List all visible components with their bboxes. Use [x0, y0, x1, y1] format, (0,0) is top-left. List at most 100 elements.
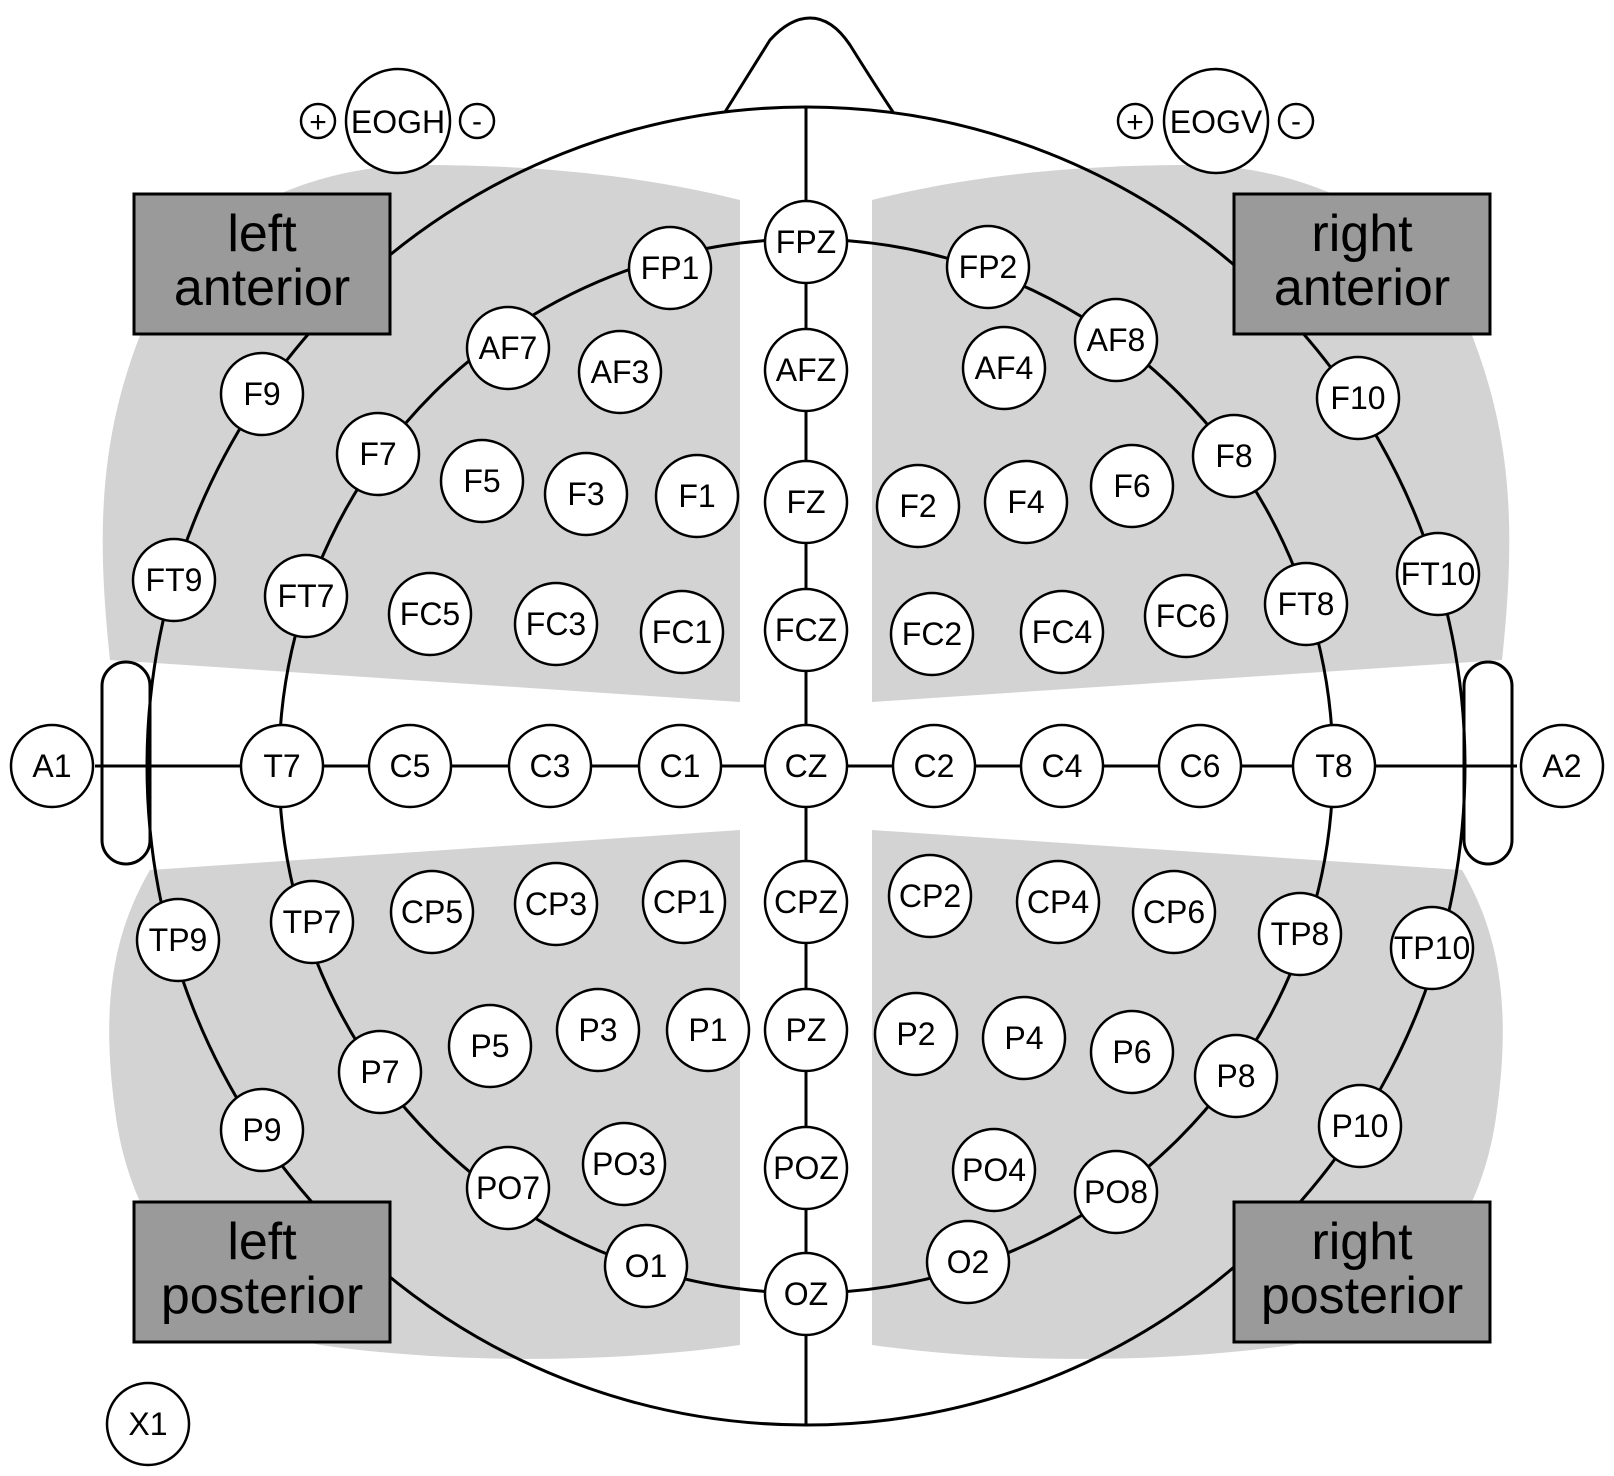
electrode-fc1-circle	[639, 589, 725, 675]
electrode-fp1-circle	[627, 225, 713, 311]
eog-h-electrode	[344, 67, 452, 175]
electrode-t8-label: T8	[1315, 748, 1352, 784]
electrode-fc6-circle	[1143, 573, 1229, 659]
electrode-ft9-circle	[131, 537, 217, 623]
electrode-af4-label: AF4	[975, 350, 1034, 386]
electrode-fcz-circle	[763, 587, 849, 673]
electrode-ft10: FT10	[1395, 531, 1481, 617]
eog-h-plus-circle	[299, 102, 337, 140]
eog-v-plus: +	[1126, 106, 1144, 139]
electrode-f7-circle	[335, 411, 421, 497]
electrode-fc3-circle	[513, 581, 599, 667]
region-right-anterior-line2: anterior	[1274, 259, 1450, 317]
electrode-po3-circle	[581, 1121, 667, 1207]
region-right-posterior-line2: posterior	[1261, 1267, 1463, 1325]
electrode-cp3-label: CP3	[525, 886, 587, 922]
electrode-p5-label: P5	[470, 1028, 509, 1064]
electrode-af3: AF3	[577, 329, 663, 415]
electrode-f1-label: F1	[678, 478, 715, 514]
electrode-po4: PO4	[951, 1127, 1037, 1213]
electrode-fc5: FC5	[387, 571, 473, 657]
electrode-p6-label: P6	[1112, 1034, 1151, 1070]
electrode-fc1: FC1	[639, 589, 725, 675]
electrode-p7: P7	[337, 1029, 423, 1115]
electrode-ft10-label: FT10	[1401, 556, 1476, 592]
electrode-f1-circle	[654, 453, 740, 539]
electrode-ft7: FT7	[263, 553, 349, 639]
electrode-po4-label: PO4	[962, 1152, 1026, 1188]
electrode-c5-circle	[367, 723, 453, 809]
electrode-p5: P5	[447, 1003, 533, 1089]
electrode-f2: F2	[875, 463, 961, 549]
electrode-af4: AF4	[961, 325, 1047, 411]
electrode-po8: PO8	[1073, 1149, 1159, 1235]
electrode-fp2-circle	[945, 224, 1031, 310]
electrode-c2: C2	[891, 723, 977, 809]
electrode-fc5-circle	[387, 571, 473, 657]
electrode-c2-circle	[891, 723, 977, 809]
electrode-c6-circle	[1157, 723, 1243, 809]
electrode-x1: X1	[105, 1381, 191, 1467]
electrode-cp4: CP4	[1015, 859, 1101, 945]
region-left-anterior-line1: left	[227, 205, 297, 263]
region-left-anterior: left anterior	[132, 192, 392, 336]
electrode-fz-label: FZ	[786, 484, 825, 520]
electrode-pz-circle	[763, 987, 849, 1073]
region-left-posterior-line1: left	[227, 1213, 297, 1271]
region-right-posterior-line1: right	[1311, 1213, 1413, 1271]
electrode-tp9-label: TP9	[149, 922, 208, 958]
electrode-fc4-circle	[1019, 589, 1105, 675]
electrode-f3: F3	[543, 451, 629, 537]
electrode-c2-label: C2	[914, 748, 955, 784]
electrode-cz: CZ	[763, 723, 849, 809]
electrode-fp1: FP1	[627, 225, 713, 311]
electrode-f5-circle	[439, 438, 525, 524]
electrode-o1-label: O1	[625, 1248, 668, 1284]
electrode-fc6-label: FC6	[1156, 598, 1216, 634]
electrode-p9: P9	[219, 1087, 305, 1173]
electrode-af3-label: AF3	[591, 354, 650, 390]
electrode-f6-circle	[1089, 443, 1175, 529]
electrode-f8-circle	[1191, 413, 1277, 499]
electrode-f3-circle	[543, 451, 629, 537]
electrode-f10: F10	[1315, 355, 1401, 441]
electrode-c1-label: C1	[660, 748, 701, 784]
electrode-x1-label: X1	[128, 1406, 167, 1442]
electrode-cp6: CP6	[1131, 869, 1217, 955]
electrode-cp1: CP1	[641, 859, 727, 945]
electrode-ft9: FT9	[131, 537, 217, 623]
electrode-o2-circle	[925, 1219, 1011, 1305]
electrode-cz-circle	[763, 723, 849, 809]
electrode-oz: OZ	[763, 1251, 849, 1337]
electrode-o1: O1	[603, 1223, 689, 1309]
electrode-cp5-label: CP5	[401, 894, 463, 930]
eog-vertical: + EOGV -	[1116, 67, 1315, 175]
electrode-p8: P8	[1193, 1033, 1279, 1119]
electrode-po7-circle	[465, 1145, 551, 1231]
electrode-af8-label: AF8	[1087, 322, 1146, 358]
electrode-fpz-circle	[763, 199, 849, 285]
electrode-cp1-circle	[641, 859, 727, 945]
electrode-f4-circle	[983, 459, 1069, 545]
nose	[723, 16, 895, 113]
electrode-p8-label: P8	[1216, 1058, 1255, 1094]
electrode-p2: P2	[873, 991, 959, 1077]
electrode-cp5: CP5	[389, 869, 475, 955]
electrode-tp7: TP7	[269, 879, 355, 965]
electrode-p2-circle	[873, 991, 959, 1077]
electrode-tp8: TP8	[1257, 891, 1343, 977]
electrode-f4-label: F4	[1007, 484, 1044, 520]
electrode-cp1-label: CP1	[653, 884, 715, 920]
electrode-po3: PO3	[581, 1121, 667, 1207]
electrode-ft8: FT8	[1263, 561, 1349, 647]
eog-h-minus-circle	[458, 102, 496, 140]
electrode-cp4-label: CP4	[1027, 884, 1089, 920]
electrode-t7: T7	[239, 723, 325, 809]
electrode-p9-circle	[219, 1087, 305, 1173]
eog-h-minus: -	[472, 105, 482, 138]
electrode-fp1-label: FP1	[641, 250, 700, 286]
region-left-anterior-line2: anterior	[174, 259, 350, 317]
electrode-poz-label: POZ	[773, 1150, 839, 1186]
electrode-p6: P6	[1089, 1009, 1175, 1095]
electrode-af8-circle	[1073, 297, 1159, 383]
